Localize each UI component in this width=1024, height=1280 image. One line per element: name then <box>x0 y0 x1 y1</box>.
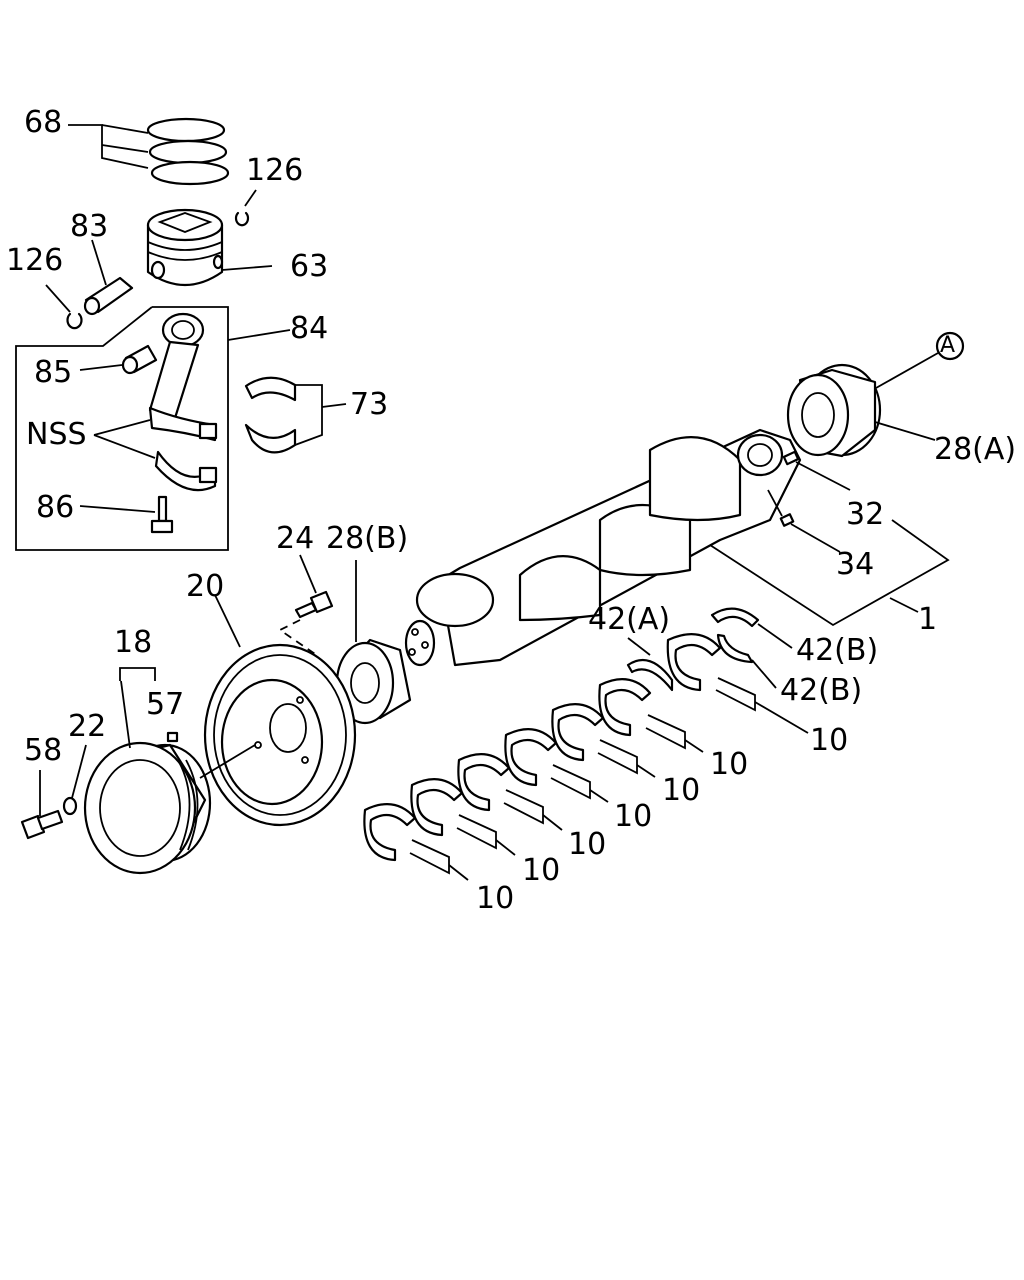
piston-pin <box>83 276 134 316</box>
callout-28b: 28(B) <box>326 521 409 556</box>
callout-10-4: 10 <box>614 799 653 834</box>
reference-a-circle <box>935 331 965 361</box>
callout-63: 63 <box>290 249 329 284</box>
callout-86: 86 <box>36 490 75 525</box>
callout-68: 68 <box>24 105 63 140</box>
callout-20: 20 <box>186 569 225 604</box>
callout-10-6: 10 <box>522 853 561 888</box>
main-bearings <box>363 632 722 862</box>
circlip-lower <box>66 312 83 330</box>
callout-73: 73 <box>350 387 389 422</box>
callout-83: 83 <box>70 209 109 244</box>
washer-22 <box>62 796 78 816</box>
callout-42a: 42(A) <box>588 602 671 637</box>
callout-34: 34 <box>836 547 875 582</box>
crank-pulley <box>203 643 357 827</box>
torsional-damper <box>83 741 212 875</box>
callout-28a: 28(A) <box>934 432 1017 467</box>
piston-rings <box>146 117 230 186</box>
dowel-32 <box>782 450 800 466</box>
pin-57 <box>166 731 179 743</box>
piston <box>146 208 224 287</box>
callout-10-5: 10 <box>568 827 607 862</box>
conrod-bearings <box>244 376 297 454</box>
callout-126-upper: 126 <box>246 153 304 188</box>
crankshaft-gear-a <box>786 363 882 458</box>
callout-58: 58 <box>24 733 63 768</box>
dowel-34 <box>779 513 795 527</box>
callout-22: 22 <box>68 709 107 744</box>
crankshaft <box>404 428 802 667</box>
callout-10-7: 10 <box>476 881 515 916</box>
callout-42b-upper: 42(B) <box>796 633 879 668</box>
gear-bolt <box>294 590 334 619</box>
callout-10-2: 10 <box>710 747 749 782</box>
callout-42b-lower: 42(B) <box>780 673 863 708</box>
thrust-washers <box>626 607 760 692</box>
connecting-rod <box>148 312 218 492</box>
callout-1: 1 <box>918 602 938 637</box>
callout-85: 85 <box>34 355 73 390</box>
circlip-upper <box>234 211 250 227</box>
callout-18: 18 <box>114 625 153 660</box>
callout-10-1: 10 <box>810 723 849 758</box>
rod-bolt <box>150 495 174 534</box>
callout-32: 32 <box>846 497 885 532</box>
callout-126-lower: 126 <box>6 243 64 278</box>
callout-reference-a: A <box>940 333 956 358</box>
callout-57: 57 <box>146 687 185 722</box>
damper-bolt <box>20 809 64 840</box>
callout-24: 24 <box>276 521 315 556</box>
small-end-bush <box>121 344 158 375</box>
callout-84: 84 <box>290 311 329 346</box>
callout-10-3: 10 <box>662 773 701 808</box>
conrod-group-box <box>15 306 229 551</box>
callout-nss: NSS <box>26 417 87 452</box>
